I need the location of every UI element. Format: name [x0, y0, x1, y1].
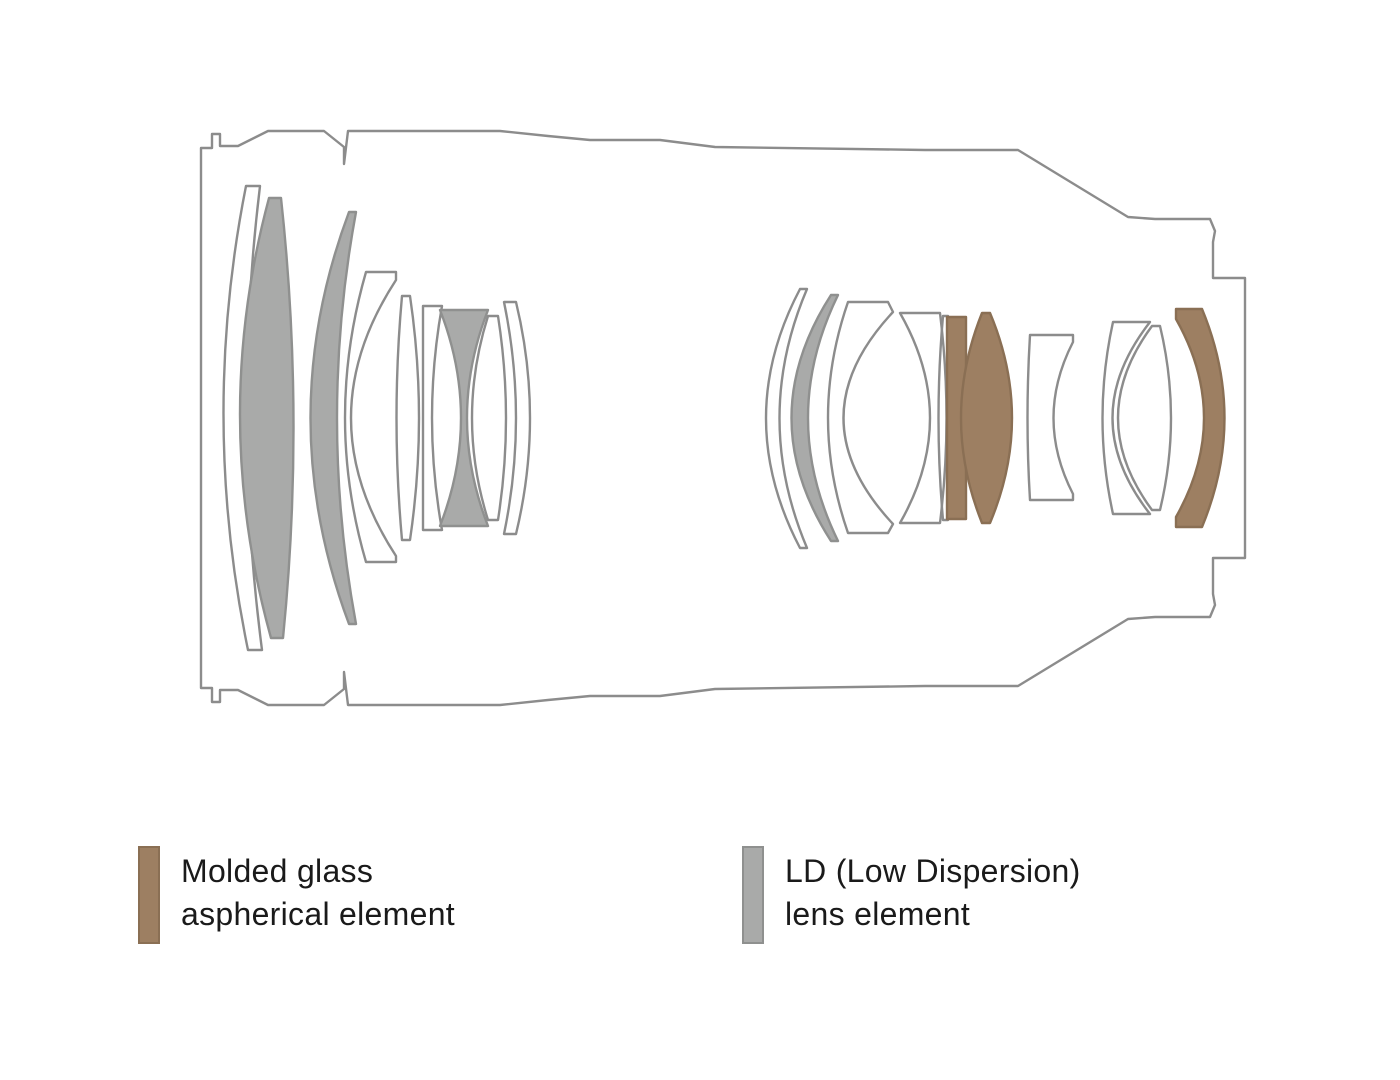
front-element-6 [421, 304, 444, 532]
rear-element-3 [826, 300, 895, 535]
legend-label-molded: Molded glass aspherical element [181, 850, 455, 936]
rear-element-10 [1116, 324, 1173, 512]
rear-element-11 [1174, 307, 1226, 529]
rear-element-7 [959, 311, 1014, 525]
legend-swatch-molded [138, 846, 160, 944]
legend-ld-line1: LD (Low Dispersion) [785, 853, 1081, 889]
front-element-5 [395, 294, 421, 542]
legend-ld-element: LD (Low Dispersion) lens element [742, 846, 1302, 946]
front-element-3 [309, 210, 358, 626]
rear-element-5 [937, 314, 950, 522]
legend-swatch-ld [742, 846, 764, 944]
legend-molded-line1: Molded glass [181, 853, 374, 889]
front-element-9 [502, 300, 532, 536]
rear-element-9 [1101, 320, 1152, 516]
barrel-outline [199, 129, 1247, 707]
legend-molded-glass: Molded glass aspherical element [138, 846, 658, 946]
rear-element-6 [945, 315, 968, 521]
front-element-4 [343, 270, 398, 564]
legend-label-ld: LD (Low Dispersion) lens element [785, 850, 1081, 936]
rear-element-1 [764, 287, 809, 550]
rear-element-4 [898, 311, 948, 525]
lens-construction-diagram [199, 129, 1247, 707]
legend-ld-line2: lens element [785, 896, 971, 932]
front-element-7 [438, 308, 490, 528]
rear-element-2 [790, 293, 840, 543]
front-element-8 [470, 314, 508, 522]
legend-molded-line2: aspherical element [181, 896, 455, 932]
rear-element-8 [1026, 333, 1075, 502]
front-element-2 [238, 196, 295, 640]
